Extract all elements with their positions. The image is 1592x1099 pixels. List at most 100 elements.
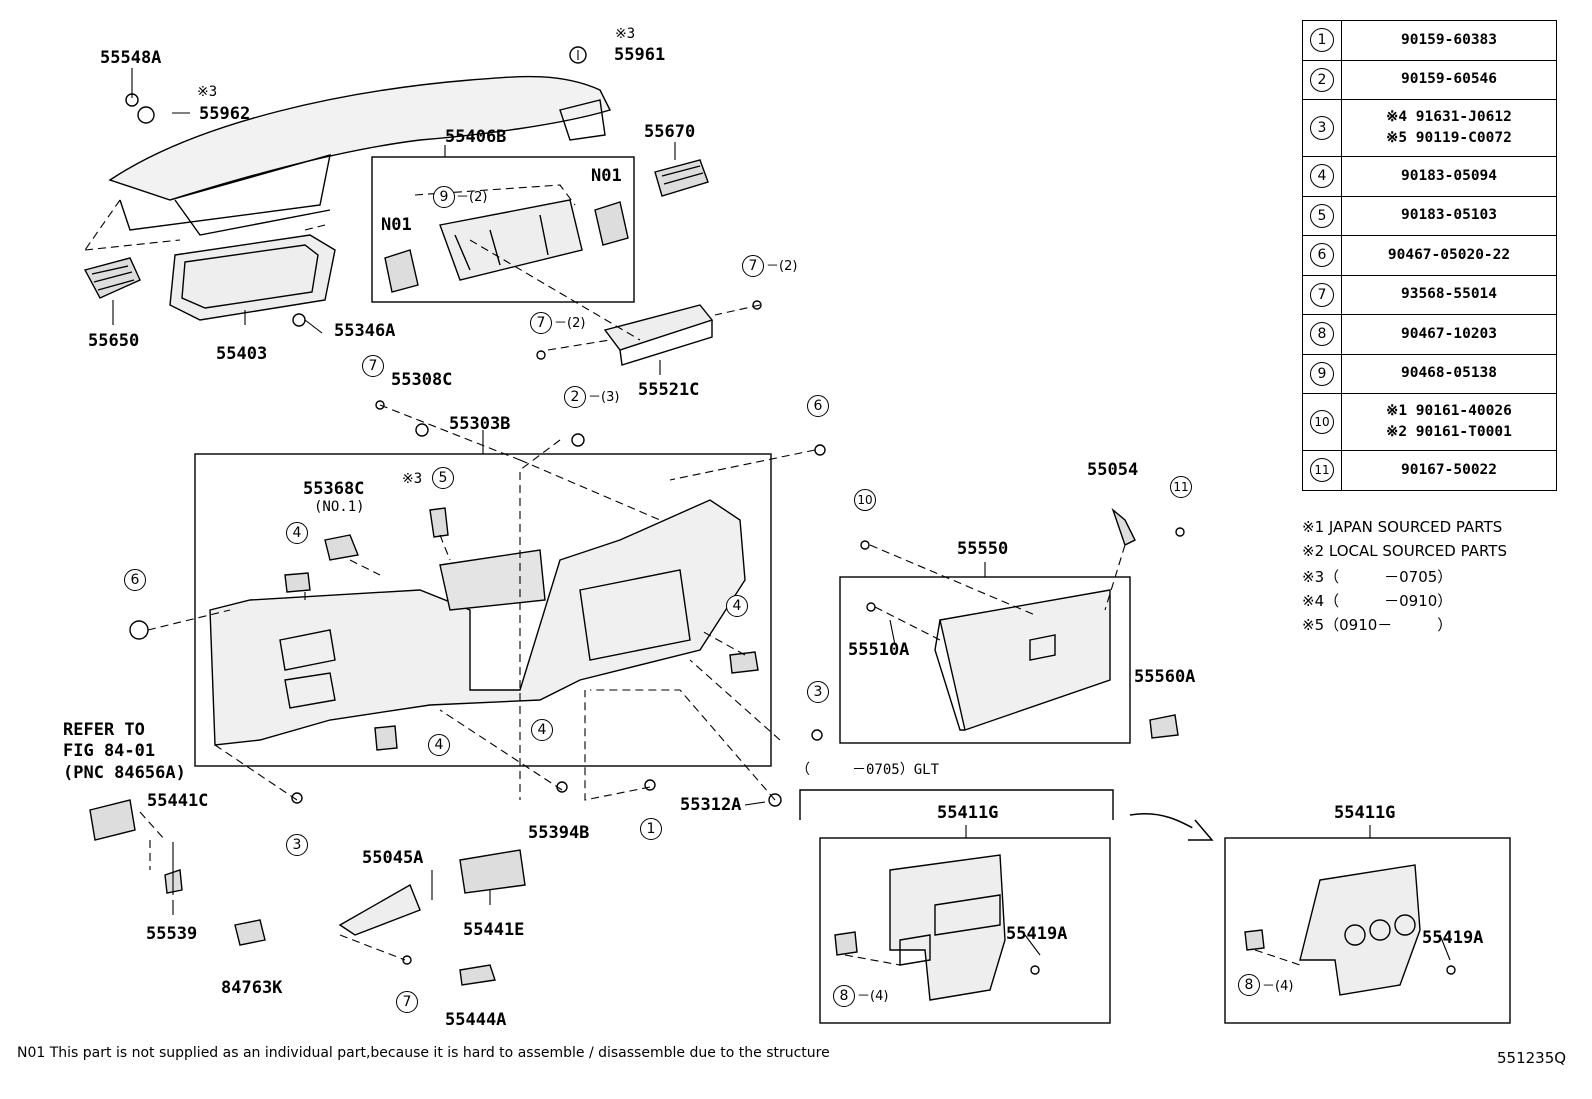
vent-55670 [654,159,709,197]
legend-part-number: 90167-50022 [1400,461,1498,478]
heater-control-box-left [819,837,1111,1024]
cluster-finish-panel [169,234,336,321]
legend-key-circle: 8 [1310,322,1334,347]
footnote-n01: N01 This part is not supplied as an indi… [17,1045,830,1061]
legend-value: ※1 90161-40026※2 90161-T0001 [1341,393,1557,451]
mark-x3-c: ※3 [402,471,423,487]
legend-part-number: 90468-05138 [1400,365,1498,382]
label-55650: 55650 [88,331,140,351]
legend-value: 90467-10203 [1341,314,1557,355]
callout-2: 2 [564,386,586,408]
callout-7-a: 7 [742,255,764,277]
legend-row: 11 90167-50022 [1302,450,1557,491]
label-no1: (NO.1) [314,499,365,515]
callout-4-d: 4 [531,719,553,741]
legend-value: 90183-05094 [1341,156,1557,197]
label-84763K: 84763K [221,978,283,998]
label-55406B: 55406B [445,127,507,147]
callout-9: 9 [433,186,455,208]
vent-55650 [83,257,141,299]
legend-key: 3 [1302,99,1342,157]
legend-key-circle: 4 [1310,164,1334,189]
label-55346A: 55346A [334,321,396,341]
legend-part-number: 90183-05094 [1400,167,1498,184]
label-55403: 55403 [216,344,268,364]
label-55045A: 55045A [362,848,424,868]
label-pnc-84656A: (PNC 84656A) [63,763,186,783]
label-55394B: 55394B [528,823,590,843]
label-55303B: 55303B [449,414,511,434]
callout-7-c: 7 [362,355,384,377]
callout-3-a: 3 [807,681,829,703]
callout-7-b: 7 [530,312,552,334]
label-fig-84-01: FIG 84-01 [63,741,156,761]
qty-9: －(2) [456,190,488,205]
legend-key: 8 [1302,314,1342,355]
label-N01-left: N01 [381,215,412,235]
callout-11: 11 [1170,476,1192,498]
label-55312A: 55312A [680,795,742,815]
callout-5: 5 [432,467,454,489]
label-55510A: 55510A [848,640,910,660]
sourcing-note: ※4（ －0910） [1302,592,1453,610]
callout-8-a: 8 [833,985,855,1007]
qty-8-a: －(4) [857,989,889,1004]
register-assy-box [371,156,635,303]
label-glt-range: （ －0705）GLT [796,762,940,778]
mark-x3-b: ※3 [615,26,636,42]
legend-key: 7 [1302,274,1342,315]
callout-6-b: 6 [124,569,146,591]
callout-1: 1 [640,818,662,840]
callout-10: 10 [854,489,876,511]
sourcing-note: ※1 JAPAN SOURCED PARTS [1302,518,1503,536]
legend-value: 90167-50022 [1341,450,1557,491]
label-55368C: 55368C [303,479,365,499]
legend-row: 8 90467-10203 [1302,314,1557,355]
callout-4-c: 4 [428,734,450,756]
label-55419A-left: 55419A [1006,924,1068,944]
label-55521C: 55521C [638,380,700,400]
legend-part-number: 90467-10203 [1400,325,1498,342]
legend-value: 90159-60383 [1341,20,1557,61]
lower-panel [209,499,746,746]
legend-part-number: 90467-05020-22 [1387,246,1511,263]
legend-key-circle: 7 [1310,282,1334,307]
legend-key-circle: 10 [1310,410,1334,434]
legend-key-circle: 9 [1310,361,1334,386]
legend-row: 10 ※1 90161-40026※2 90161-T0001 [1302,393,1557,451]
heater-control-box-right [1224,837,1511,1024]
label-55444A: 55444A [445,1010,507,1030]
legend-part-number: 90183-05103 [1400,207,1498,224]
legend-key: 2 [1302,59,1342,100]
legend-key: 9 [1302,353,1342,394]
label-55550: 55550 [957,539,1009,559]
label-55054: 55054 [1087,460,1139,480]
callout-4-a: 4 [286,522,308,544]
legend-part-number: 93568-55014 [1400,286,1498,303]
legend-part-number: ※4 91631-J0612 [1386,109,1512,125]
callout-6-a: 6 [807,395,829,417]
legend-value: 90159-60546 [1341,59,1557,100]
legend-row: 4 90183-05094 [1302,156,1557,197]
legend-key-circle: 5 [1310,203,1334,228]
label-refer-to: REFER TO [63,720,145,740]
callout-4-b: 4 [726,595,748,617]
label-55411G-right: 55411G [1334,803,1396,823]
legend-key-circle: 1 [1310,28,1334,53]
legend-part-number: ※2 90161-T0001 [1386,424,1512,440]
legend-value: 90183-05103 [1341,195,1557,236]
legend-row: 3 ※4 91631-J0612 ※5 90119-C0072 [1302,99,1557,157]
label-55411G-left: 55411G [937,803,999,823]
pocket-55521C [603,304,714,351]
legend-part-number: 90159-60383 [1400,31,1498,48]
label-55548A: 55548A [100,48,162,68]
label-55539: 55539 [146,924,198,944]
legend-value: 90468-05138 [1341,353,1557,394]
sourcing-note: ※5（0910－ ） [1302,616,1453,634]
legend-key: 5 [1302,195,1342,236]
legend-part-number: ※5 90119-C0072 [1386,130,1512,146]
legend-key: 11 [1302,450,1342,491]
